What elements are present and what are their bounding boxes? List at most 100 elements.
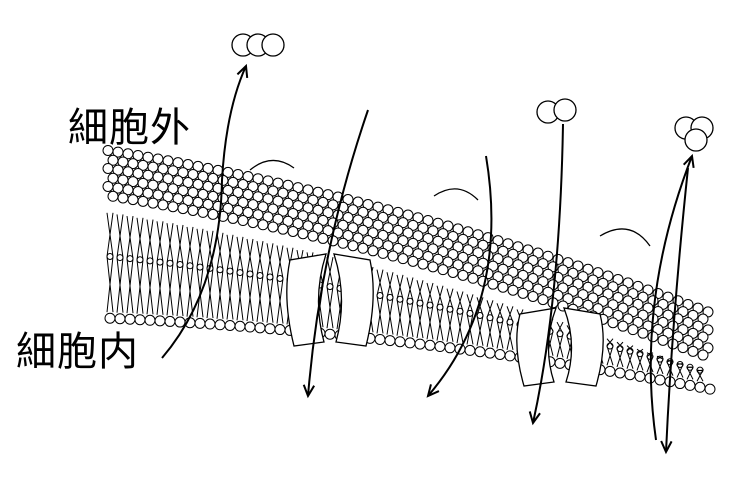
lipid-head bbox=[432, 217, 444, 229]
tail-node bbox=[176, 261, 184, 269]
lipid-head bbox=[527, 290, 539, 302]
lipid-head bbox=[637, 327, 649, 339]
lipid-head bbox=[114, 313, 126, 325]
lipid-head bbox=[462, 226, 474, 238]
lipid-head bbox=[412, 248, 424, 260]
tail-node bbox=[656, 355, 664, 363]
lipid-head bbox=[124, 313, 136, 325]
lipid-head bbox=[342, 230, 354, 242]
lipid-head bbox=[104, 312, 116, 324]
lipid-head bbox=[337, 219, 349, 231]
lipid-head bbox=[317, 214, 329, 226]
lipid-head bbox=[322, 189, 334, 201]
arrow-in-3 bbox=[528, 123, 564, 426]
protein-subunit-right bbox=[333, 253, 374, 347]
lipid-head bbox=[312, 204, 324, 216]
lipid-head bbox=[307, 230, 319, 242]
lipid-head bbox=[647, 331, 659, 343]
lipid-head bbox=[204, 318, 216, 330]
lipid-head bbox=[397, 217, 409, 229]
lipid-head bbox=[472, 247, 484, 259]
lipid-head bbox=[442, 238, 454, 250]
lipid-head bbox=[427, 261, 439, 273]
lipid-head bbox=[462, 244, 474, 256]
label-intracellular: 細胞内 bbox=[16, 329, 139, 375]
arrow-out-1 bbox=[161, 63, 249, 359]
tail-node bbox=[226, 267, 234, 275]
lipid-head bbox=[607, 317, 619, 329]
arrow-shaft bbox=[532, 123, 564, 424]
lipid-head bbox=[367, 209, 379, 221]
tail-node bbox=[606, 342, 614, 350]
lipid-head bbox=[102, 162, 114, 174]
lipid-head bbox=[704, 383, 716, 395]
lipid-head bbox=[437, 246, 449, 258]
lipid-head bbox=[487, 278, 499, 290]
lipid-head bbox=[517, 287, 529, 299]
lipid-head bbox=[287, 207, 299, 219]
lipid-head bbox=[537, 276, 549, 288]
surface-protein bbox=[249, 159, 295, 171]
lipid-head bbox=[174, 316, 186, 328]
arrowhead bbox=[426, 384, 440, 398]
lipid-head bbox=[372, 219, 384, 231]
lipid-head bbox=[374, 333, 386, 345]
lipid-head bbox=[377, 247, 389, 259]
lipid-head bbox=[447, 248, 459, 260]
lipid-head bbox=[392, 224, 404, 236]
tail-node bbox=[626, 347, 634, 355]
lipid-head bbox=[167, 201, 179, 213]
lipid-head bbox=[347, 222, 359, 234]
lipid-head bbox=[324, 328, 336, 340]
lipid-head bbox=[127, 194, 139, 206]
lipid-head bbox=[407, 237, 419, 249]
lipid-head bbox=[502, 238, 514, 250]
lipid-head bbox=[297, 192, 309, 204]
lipid-head bbox=[517, 269, 529, 281]
lipid-head bbox=[317, 232, 329, 244]
tail-node bbox=[426, 301, 434, 309]
lipid-head bbox=[107, 190, 119, 202]
lipid-head bbox=[512, 277, 524, 289]
tail-node bbox=[386, 293, 394, 301]
lipid-head bbox=[614, 367, 626, 379]
lipid-head bbox=[257, 219, 269, 231]
lipid-head bbox=[527, 254, 539, 266]
lipid-head bbox=[402, 245, 414, 257]
transport-arrows bbox=[161, 63, 695, 455]
lipid-head bbox=[604, 365, 616, 377]
lipid-head bbox=[507, 266, 519, 278]
lipid-head bbox=[532, 247, 544, 259]
lipid-head bbox=[697, 349, 709, 361]
lipid-head bbox=[412, 230, 424, 242]
lipid-head bbox=[267, 221, 279, 233]
lipid-head bbox=[144, 314, 156, 326]
molecule-triple bbox=[231, 33, 285, 57]
tail-node bbox=[276, 275, 284, 283]
tail-node bbox=[166, 259, 174, 267]
lipid-head bbox=[397, 235, 409, 247]
lipid-head bbox=[427, 243, 439, 255]
lipid-head bbox=[684, 379, 696, 391]
lipid-head bbox=[537, 258, 549, 270]
lipid-head bbox=[447, 230, 459, 242]
lipid-head bbox=[467, 272, 479, 284]
lipid-head bbox=[392, 206, 404, 218]
lipid-head bbox=[302, 202, 314, 214]
lipid-head bbox=[677, 342, 689, 354]
lipid-head bbox=[362, 235, 374, 247]
tail-node bbox=[146, 257, 154, 265]
tail-node bbox=[436, 303, 444, 311]
lipid-head bbox=[492, 235, 504, 247]
lipid-head bbox=[624, 369, 636, 381]
lipid-head bbox=[297, 210, 309, 222]
lipid-head bbox=[527, 272, 539, 284]
lipid-head bbox=[377, 229, 389, 241]
tail-node bbox=[236, 269, 244, 277]
arrow-out-2 bbox=[649, 153, 695, 441]
lipid-head bbox=[457, 269, 469, 281]
lipid-head bbox=[302, 184, 314, 196]
lipid-head bbox=[367, 227, 379, 239]
tail-node bbox=[246, 270, 254, 278]
